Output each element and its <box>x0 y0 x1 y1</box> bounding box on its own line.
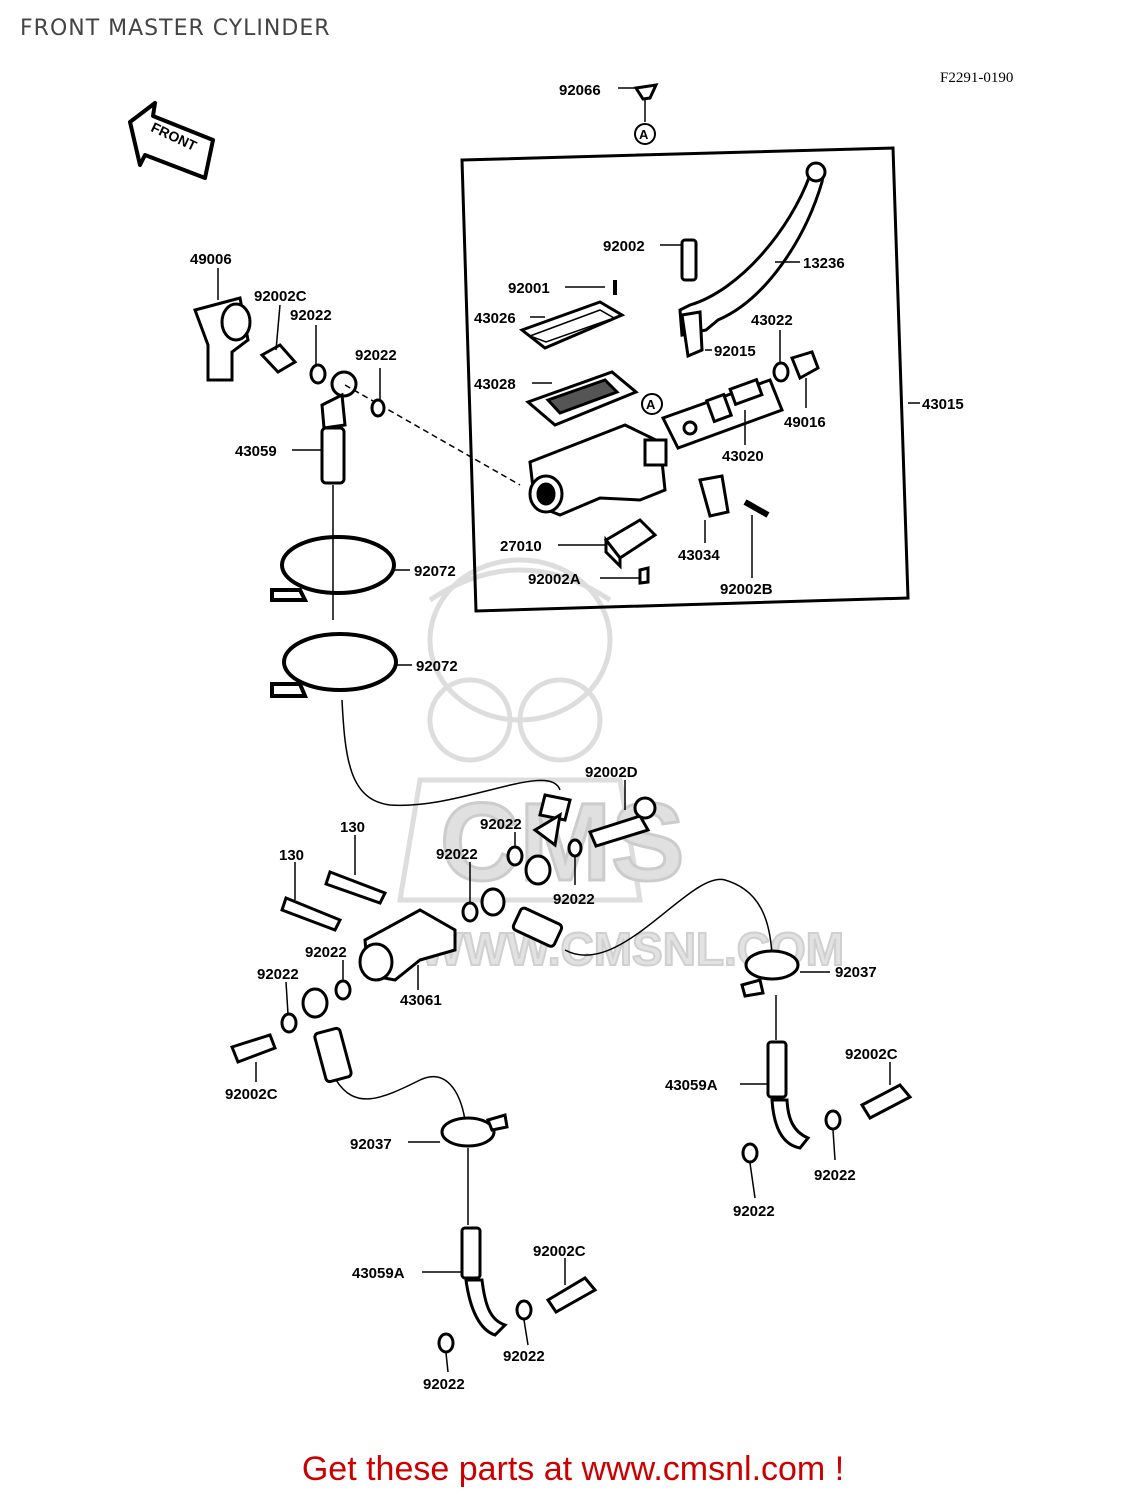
label-43059A-left: 43059A <box>352 1265 405 1282</box>
label-92022-top-b: 92022 <box>355 347 397 364</box>
label-92066: 92066 <box>559 82 601 99</box>
label-43028: 43028 <box>474 376 516 393</box>
hose-fittings-middle <box>230 793 657 1084</box>
label-92022-mid-d: 92022 <box>305 944 347 961</box>
label-92002C-bottom: 92002C <box>533 1243 586 1260</box>
label-49016: 49016 <box>784 414 826 431</box>
label-43059: 43059 <box>235 443 277 460</box>
label-43020: 43020 <box>722 448 764 465</box>
label-92002A: 92002A <box>528 571 581 588</box>
label-92022-mid-e: 92022 <box>257 966 299 983</box>
brake-lever-13236 <box>678 161 827 359</box>
diaphragm-43028 <box>525 370 639 427</box>
hose-clamp-92072-upper <box>270 535 396 602</box>
label-92022-top-a: 92022 <box>290 307 332 324</box>
label-43059A-right: 43059A <box>665 1077 718 1094</box>
cap-screw-92066 <box>633 83 659 122</box>
brake-hose-main <box>335 699 773 1121</box>
hose-43059A-left <box>437 1113 598 1354</box>
label-92002C-right: 92002C <box>845 1046 898 1063</box>
cylinder-body <box>528 423 668 517</box>
front-arrow-icon: FRONT <box>128 101 215 180</box>
label-43026: 43026 <box>474 310 516 327</box>
label-92037-right: 92037 <box>835 964 877 981</box>
label-92002C-left: 92002C <box>225 1086 278 1103</box>
label-92022-bottom-a: 92022 <box>503 1348 545 1365</box>
label-13236: 13236 <box>803 255 845 272</box>
svg-text:A: A <box>646 397 656 412</box>
hose-43059 <box>259 343 521 620</box>
leader-lines <box>217 87 920 1373</box>
label-43022: 43022 <box>751 312 793 329</box>
label-43015: 43015 <box>922 396 964 413</box>
label-130-upper: 130 <box>340 819 365 836</box>
label-92072-upper: 92072 <box>414 563 456 580</box>
label-92022-mid-a: 92022 <box>480 816 522 833</box>
label-43034: 43034 <box>678 547 720 564</box>
label-92002: 92002 <box>603 238 645 255</box>
label-92015: 92015 <box>714 343 756 360</box>
label-92072-lower: 92072 <box>416 658 458 675</box>
label-92001: 92001 <box>508 280 550 297</box>
reference-mark-top: A <box>634 123 656 145</box>
pin-92002 <box>613 238 698 295</box>
hose-43059A-right <box>740 949 913 1164</box>
label-43061: 43061 <box>400 992 442 1009</box>
boot-43022 <box>772 350 820 383</box>
reservoir-cap-43026 <box>518 300 626 350</box>
piston-kit-43020 <box>660 377 784 450</box>
label-92022-mid-c: 92022 <box>553 891 595 908</box>
label-92022-right-a: 92022 <box>814 1167 856 1184</box>
diagram-code: F2291-0190 <box>940 70 1013 86</box>
clamp-43034 <box>698 474 770 518</box>
label-27010: 27010 <box>500 538 542 555</box>
cover-49006 <box>193 296 252 382</box>
label-92022-bottom-b: 92022 <box>423 1376 465 1393</box>
reference-mark-body: A <box>641 393 663 415</box>
label-92037-left: 92037 <box>350 1136 392 1153</box>
master-cylinder-assembly-box <box>460 146 910 613</box>
hose-clamp-92072-lower <box>270 632 398 698</box>
svg-text:A: A <box>639 127 649 142</box>
watermark-url: WWW.CMSNL.COM <box>420 923 844 975</box>
label-92002B: 92002B <box>720 581 773 598</box>
label-130-lower: 130 <box>279 847 304 864</box>
label-92002D: 92002D <box>585 764 638 781</box>
label-92002C-top: 92002C <box>254 288 307 305</box>
footer-shop-link[interactable]: Get these parts at www.cmsnl.com ! <box>301 1450 845 1488</box>
switch-27010 <box>603 518 658 585</box>
label-92022-right-b: 92022 <box>733 1203 775 1220</box>
page-title: FRONT MASTER CYLINDER <box>20 16 331 41</box>
label-49006: 49006 <box>190 251 232 268</box>
label-92022-mid-b: 92022 <box>436 846 478 863</box>
